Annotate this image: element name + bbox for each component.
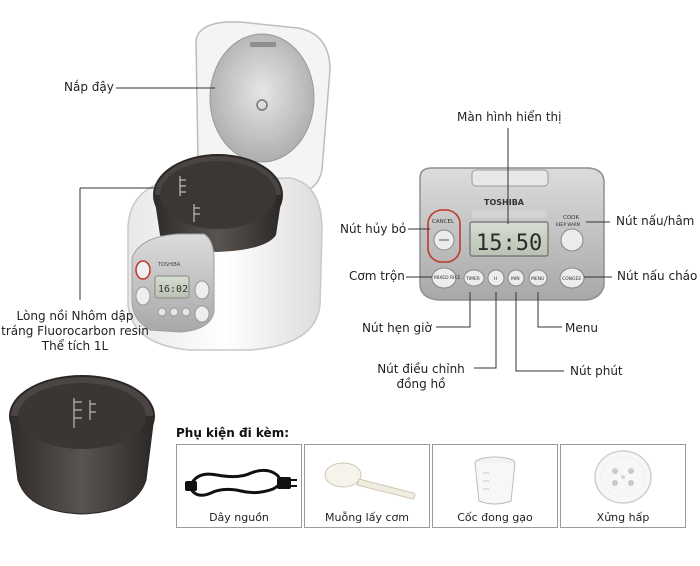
hour-button[interactable]: H [487, 269, 505, 287]
cook-button[interactable]: COOK KEEP WARM [556, 215, 584, 252]
label-inner-pot: Lòng nồi Nhôm dập tráng Fluorocarbon res… [1, 309, 149, 353]
accessory-caption: Cốc đong gạo [457, 511, 533, 524]
label-congee-button: Nút nấu cháo [617, 269, 698, 283]
measuring-cup-icon [474, 456, 516, 505]
timer-label: TIMER [465, 276, 480, 282]
accessory-steamer-tray: Xửng hấp [560, 444, 686, 528]
label-cook-button: Nút nấu/hâm [616, 214, 695, 228]
label-cancel-button: Nút hủy bỏ [340, 222, 407, 236]
mixed-rice-label: MIXED RICE [434, 275, 461, 281]
body-brand: TOSHIBA [157, 262, 181, 268]
congee-button[interactable]: CONGEE [559, 267, 585, 289]
cancel-button-label: CANCEL [432, 219, 455, 225]
minute-label: MIN [511, 276, 520, 282]
rice-paddle-icon [324, 462, 416, 500]
label-minute-button: Nút phút [570, 364, 623, 378]
timer-button[interactable]: TIMER [463, 269, 485, 287]
label-menu: Menu [565, 321, 598, 335]
menu-label: MENU [531, 276, 544, 282]
accessory-measuring-cup: Cốc đong gạo [432, 444, 558, 528]
cooker-body: 16:02 TOSHIBA [127, 154, 323, 351]
mixed-rice-button[interactable]: MIXED RICE [431, 267, 461, 289]
label-lid: Nắp đậy [64, 80, 114, 94]
accessories-row: Dây nguồn Muỗng lấy cơm Cốc đong gạo Xửn… [176, 444, 686, 528]
congee-label: CONGEE [562, 276, 581, 282]
lcd-time: 15:50 [476, 231, 542, 256]
control-panel: TOSHIBA 15:50 CANCEL COOK KEEP WARM MIXE… [419, 167, 605, 301]
accessories-title: Phụ kiện đi kèm: [176, 426, 289, 440]
accessory-caption: Xửng hấp [596, 511, 650, 524]
label-clock-adjust: Nút điều chỉnh đồng hồ [377, 362, 465, 391]
accessory-caption: Muỗng lấy cơm [325, 511, 409, 524]
small-lcd-time: 16:02 [158, 284, 188, 295]
menu-button[interactable]: MENU [528, 269, 548, 287]
lid [195, 21, 331, 197]
cancel-button[interactable]: CANCEL [427, 209, 461, 263]
panel-brand: TOSHIBA [484, 198, 525, 207]
accessory-rice-paddle: Muỗng lấy cơm [304, 444, 430, 528]
label-display: Màn hình hiển thị [457, 110, 562, 124]
hour-label: H [494, 276, 497, 282]
accessory-power-cord: Dây nguồn [176, 444, 302, 528]
minute-button[interactable]: MIN [507, 269, 525, 287]
label-mixed-rice: Cơm trộn [349, 269, 405, 283]
leader-lines [79, 87, 612, 372]
label-timer-button: Nút hẹn giờ [362, 321, 432, 335]
keep-warm-label: KEEP WARM [556, 222, 581, 227]
inner-pot [9, 375, 155, 515]
power-cord-icon [185, 468, 297, 497]
steamer-tray-icon [594, 450, 652, 504]
accessory-caption: Dây nguồn [209, 511, 269, 524]
rice-cooker: 16:02 TOSHIBA [127, 21, 331, 351]
cook-button-label: COOK [563, 215, 579, 221]
